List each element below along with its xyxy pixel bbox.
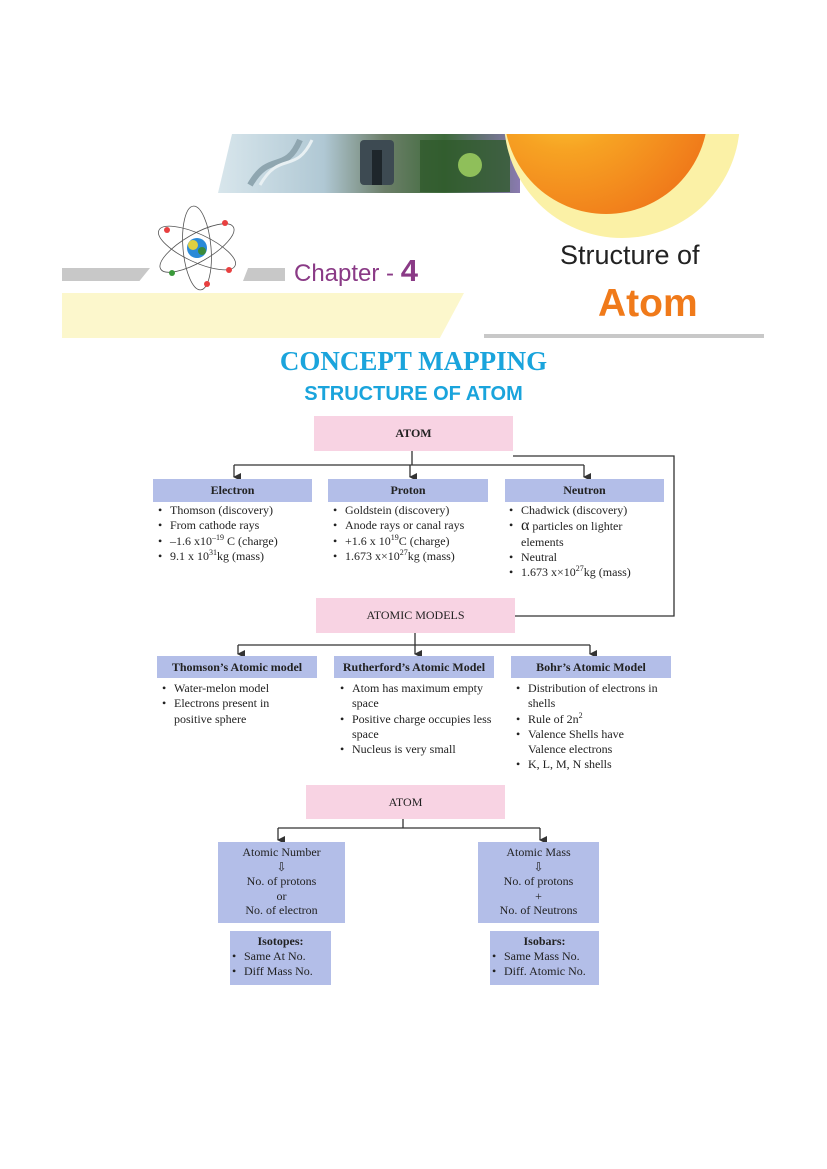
chapter-number: 4 <box>400 253 418 288</box>
atomic-number-join: or <box>276 888 287 903</box>
concept-mapping-title: CONCEPT MAPPING <box>279 346 548 376</box>
atom-node-2: ATOM <box>306 785 505 819</box>
photo-strip <box>218 134 520 193</box>
atomic-models-node: ATOMIC MODELS <box>316 598 515 633</box>
list-item: Positive charge occupies less space <box>338 712 498 743</box>
atomic-mass-protons: No. of protons <box>503 874 574 888</box>
chapter-title-line2: Atom <box>598 282 698 325</box>
arrow-down-icon: ⇩ <box>276 859 287 874</box>
chapter-bar-left <box>62 268 150 281</box>
list-item: –1.6 x10–19 C (charge) <box>156 533 321 549</box>
atomic-number-node: Atomic Number ⇩ No. of protons or No. of… <box>218 842 345 923</box>
bohr-model-node: Bohr’s Atomic Model <box>511 656 671 678</box>
thomson-points: Water-melon model Electrons present in p… <box>160 681 310 727</box>
list-item: Goldstein (discovery) <box>331 503 501 519</box>
list-item: Distribution of electrons in shells <box>514 681 664 712</box>
list-item: Water-melon model <box>160 681 310 697</box>
concept-mapping-subtitle: STRUCTURE OF ATOM <box>304 383 523 405</box>
isobars-box: Isobars: Same Mass No. Diff. Atomic No. <box>490 931 599 985</box>
thomson-model-node: Thomson’s Atomic model <box>157 656 317 678</box>
chapter-label: Chapter - 4 <box>294 253 418 288</box>
electron-points: Thomson (discovery) From cathode rays –1… <box>156 503 321 564</box>
list-item: Diff. Atomic No. <box>490 964 599 979</box>
list-item: Rule of 2n2 <box>514 711 664 727</box>
list-item: 9.1 x 1031kg (mass) <box>156 548 321 564</box>
chapter-title-line1: Structure of <box>560 240 700 270</box>
electron-node: Electron <box>153 479 312 502</box>
atomic-number-label: Atomic Number <box>242 845 321 859</box>
isobars-title: Isobars: <box>523 934 566 948</box>
neutron-points: Chadwick (discovery) α particles on ligh… <box>507 503 667 581</box>
neutron-node: Neutron <box>505 479 664 502</box>
atomic-mass-node: Atomic Mass ⇩ No. of protons + No. of Ne… <box>478 842 599 923</box>
isotopes-title: Isotopes: <box>257 934 304 948</box>
list-item: Thomson (discovery) <box>156 503 321 519</box>
sun-disc <box>480 0 760 238</box>
list-item: 1.673 x×1027kg (mass) <box>331 548 501 564</box>
list-item: α particles on lighter elements <box>507 518 667 550</box>
list-item: Neutral <box>507 550 667 566</box>
list-item: +1.6 x 1019C (charge) <box>331 533 501 549</box>
bohr-points: Distribution of electrons in shells Rule… <box>514 681 664 773</box>
atomic-mass-join: + <box>535 888 542 903</box>
list-item: 1.673 x×1027kg (mass) <box>507 565 667 581</box>
atomic-mass-neutrons: No. of Neutrons <box>499 903 578 917</box>
list-item: Anode rays or canal rays <box>331 518 501 534</box>
list-item: Chadwick (discovery) <box>507 503 667 519</box>
chapter-yellow-strip <box>62 293 464 338</box>
list-item: From cathode rays <box>156 518 321 534</box>
proton-node: Proton <box>328 479 488 502</box>
rutherford-model-node: Rutherford’s Atomic Model <box>334 656 494 678</box>
chapter-bar-right <box>243 268 285 281</box>
list-item: K, L, M, N shells <box>514 757 664 773</box>
proton-points: Goldstein (discovery) Anode rays or cana… <box>331 503 501 564</box>
atomic-mass-label: Atomic Mass <box>506 845 571 859</box>
header-art <box>158 0 760 291</box>
arrow-down-icon: ⇩ <box>533 859 544 874</box>
list-item: Nucleus is very small <box>338 742 498 758</box>
isotopes-box: Isotopes: Same At No. Diff Mass No. <box>230 931 331 985</box>
list-item: Diff Mass No. <box>230 964 331 979</box>
list-item: Same At No. <box>230 949 331 964</box>
list-item: Atom has maximum empty space <box>338 681 498 712</box>
rutherford-points: Atom has maximum empty space Positive ch… <box>338 681 498 758</box>
title-rule <box>484 334 764 338</box>
list-item: Same Mass No. <box>490 949 599 964</box>
atomic-number-electrons: No. of electron <box>245 903 318 917</box>
atomic-number-protons: No. of protons <box>246 874 317 888</box>
list-item: Valence Shells have Valence electrons <box>514 727 664 758</box>
atom-illustration <box>158 205 236 291</box>
atom-root-node: ATOM <box>314 416 513 451</box>
list-item: Electrons present in positive sphere <box>160 696 310 727</box>
alpha-symbol: α <box>521 517 530 535</box>
